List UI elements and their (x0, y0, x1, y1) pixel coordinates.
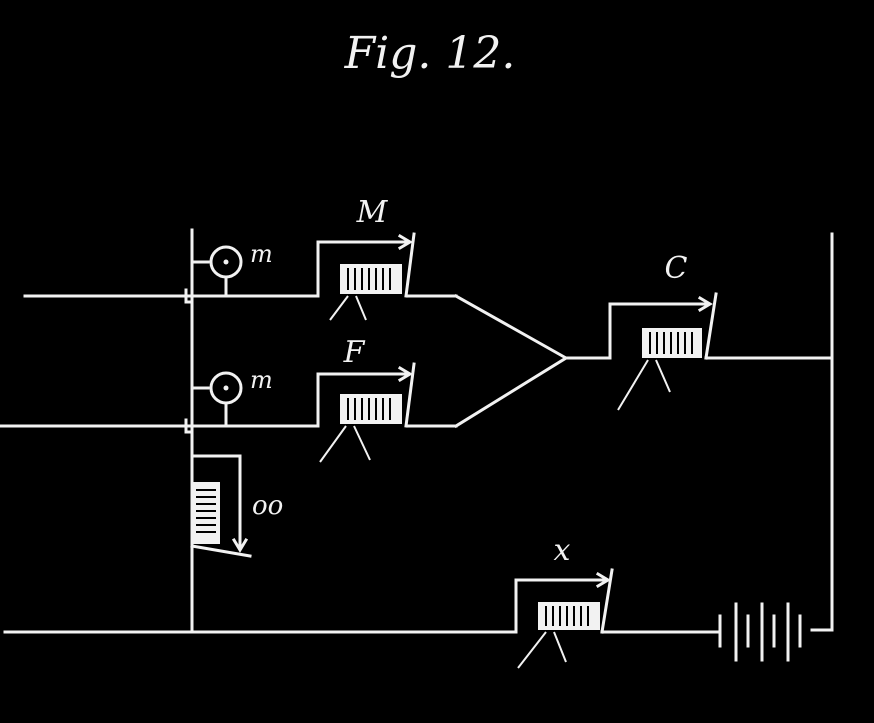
magnet-upper: m (190, 240, 273, 298)
relay-C: C (608, 251, 834, 411)
magnet-upper-label: m (250, 240, 273, 268)
relay-M: M (316, 195, 458, 321)
magnet-lower: m (190, 366, 273, 428)
figure-title: Fig. 12. (344, 28, 516, 79)
battery (718, 602, 834, 662)
relay-M-label: M (356, 195, 389, 230)
relay-x-label: x (554, 533, 571, 568)
coil-oo: oo (190, 454, 283, 558)
relay-x: x (514, 533, 720, 669)
relay-F: F (316, 335, 458, 463)
bus-crossing-upper (184, 288, 194, 304)
bus-crossing-lower (184, 418, 194, 434)
coil-oo-label: oo (252, 491, 283, 521)
relay-F-label: F (343, 335, 366, 370)
magnet-lower-label: m (250, 366, 273, 394)
relay-C-label: C (665, 251, 688, 286)
